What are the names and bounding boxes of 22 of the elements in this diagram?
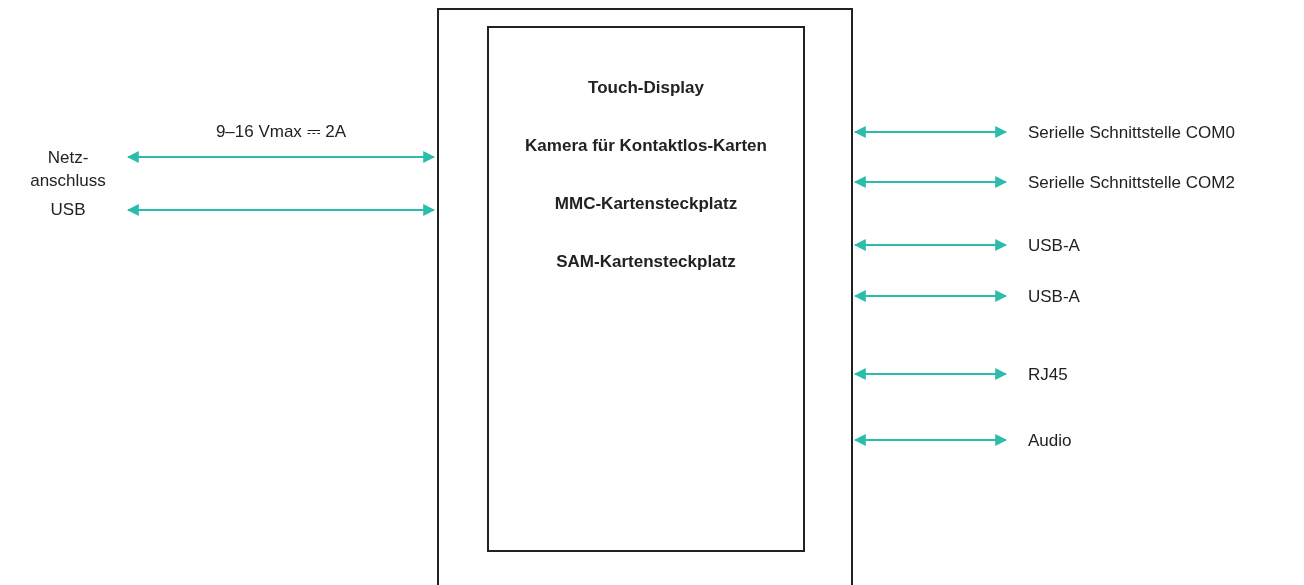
double-arrow — [853, 126, 1008, 138]
port-label: USB — [20, 198, 116, 222]
port-label: USB-A — [1028, 234, 1298, 258]
port-label: Audio — [1028, 429, 1298, 453]
feature-label: MMC-Kartensteckplatz — [554, 193, 738, 215]
double-arrow — [126, 204, 436, 216]
feature-label: Kamera für Kontaktlos-Karten — [525, 135, 767, 157]
double-arrow — [126, 151, 436, 163]
double-arrow — [853, 176, 1008, 188]
double-arrow — [853, 434, 1008, 446]
double-arrow — [853, 290, 1008, 302]
port-label: USB-A — [1028, 285, 1298, 309]
screen-box — [487, 26, 805, 552]
port-label: RJ45 — [1028, 363, 1298, 387]
device-housing — [437, 8, 853, 585]
port-label: Netz- anschluss — [20, 146, 116, 196]
port-label: Serielle Schnittstelle COM0 — [1028, 121, 1298, 145]
port-label: Serielle Schnittstelle COM2 — [1028, 171, 1298, 195]
double-arrow — [853, 239, 1008, 251]
feature-label: Touch-Display — [588, 77, 704, 99]
double-arrow — [853, 368, 1008, 380]
feature-label: SAM-Kartensteckplatz — [556, 251, 736, 273]
